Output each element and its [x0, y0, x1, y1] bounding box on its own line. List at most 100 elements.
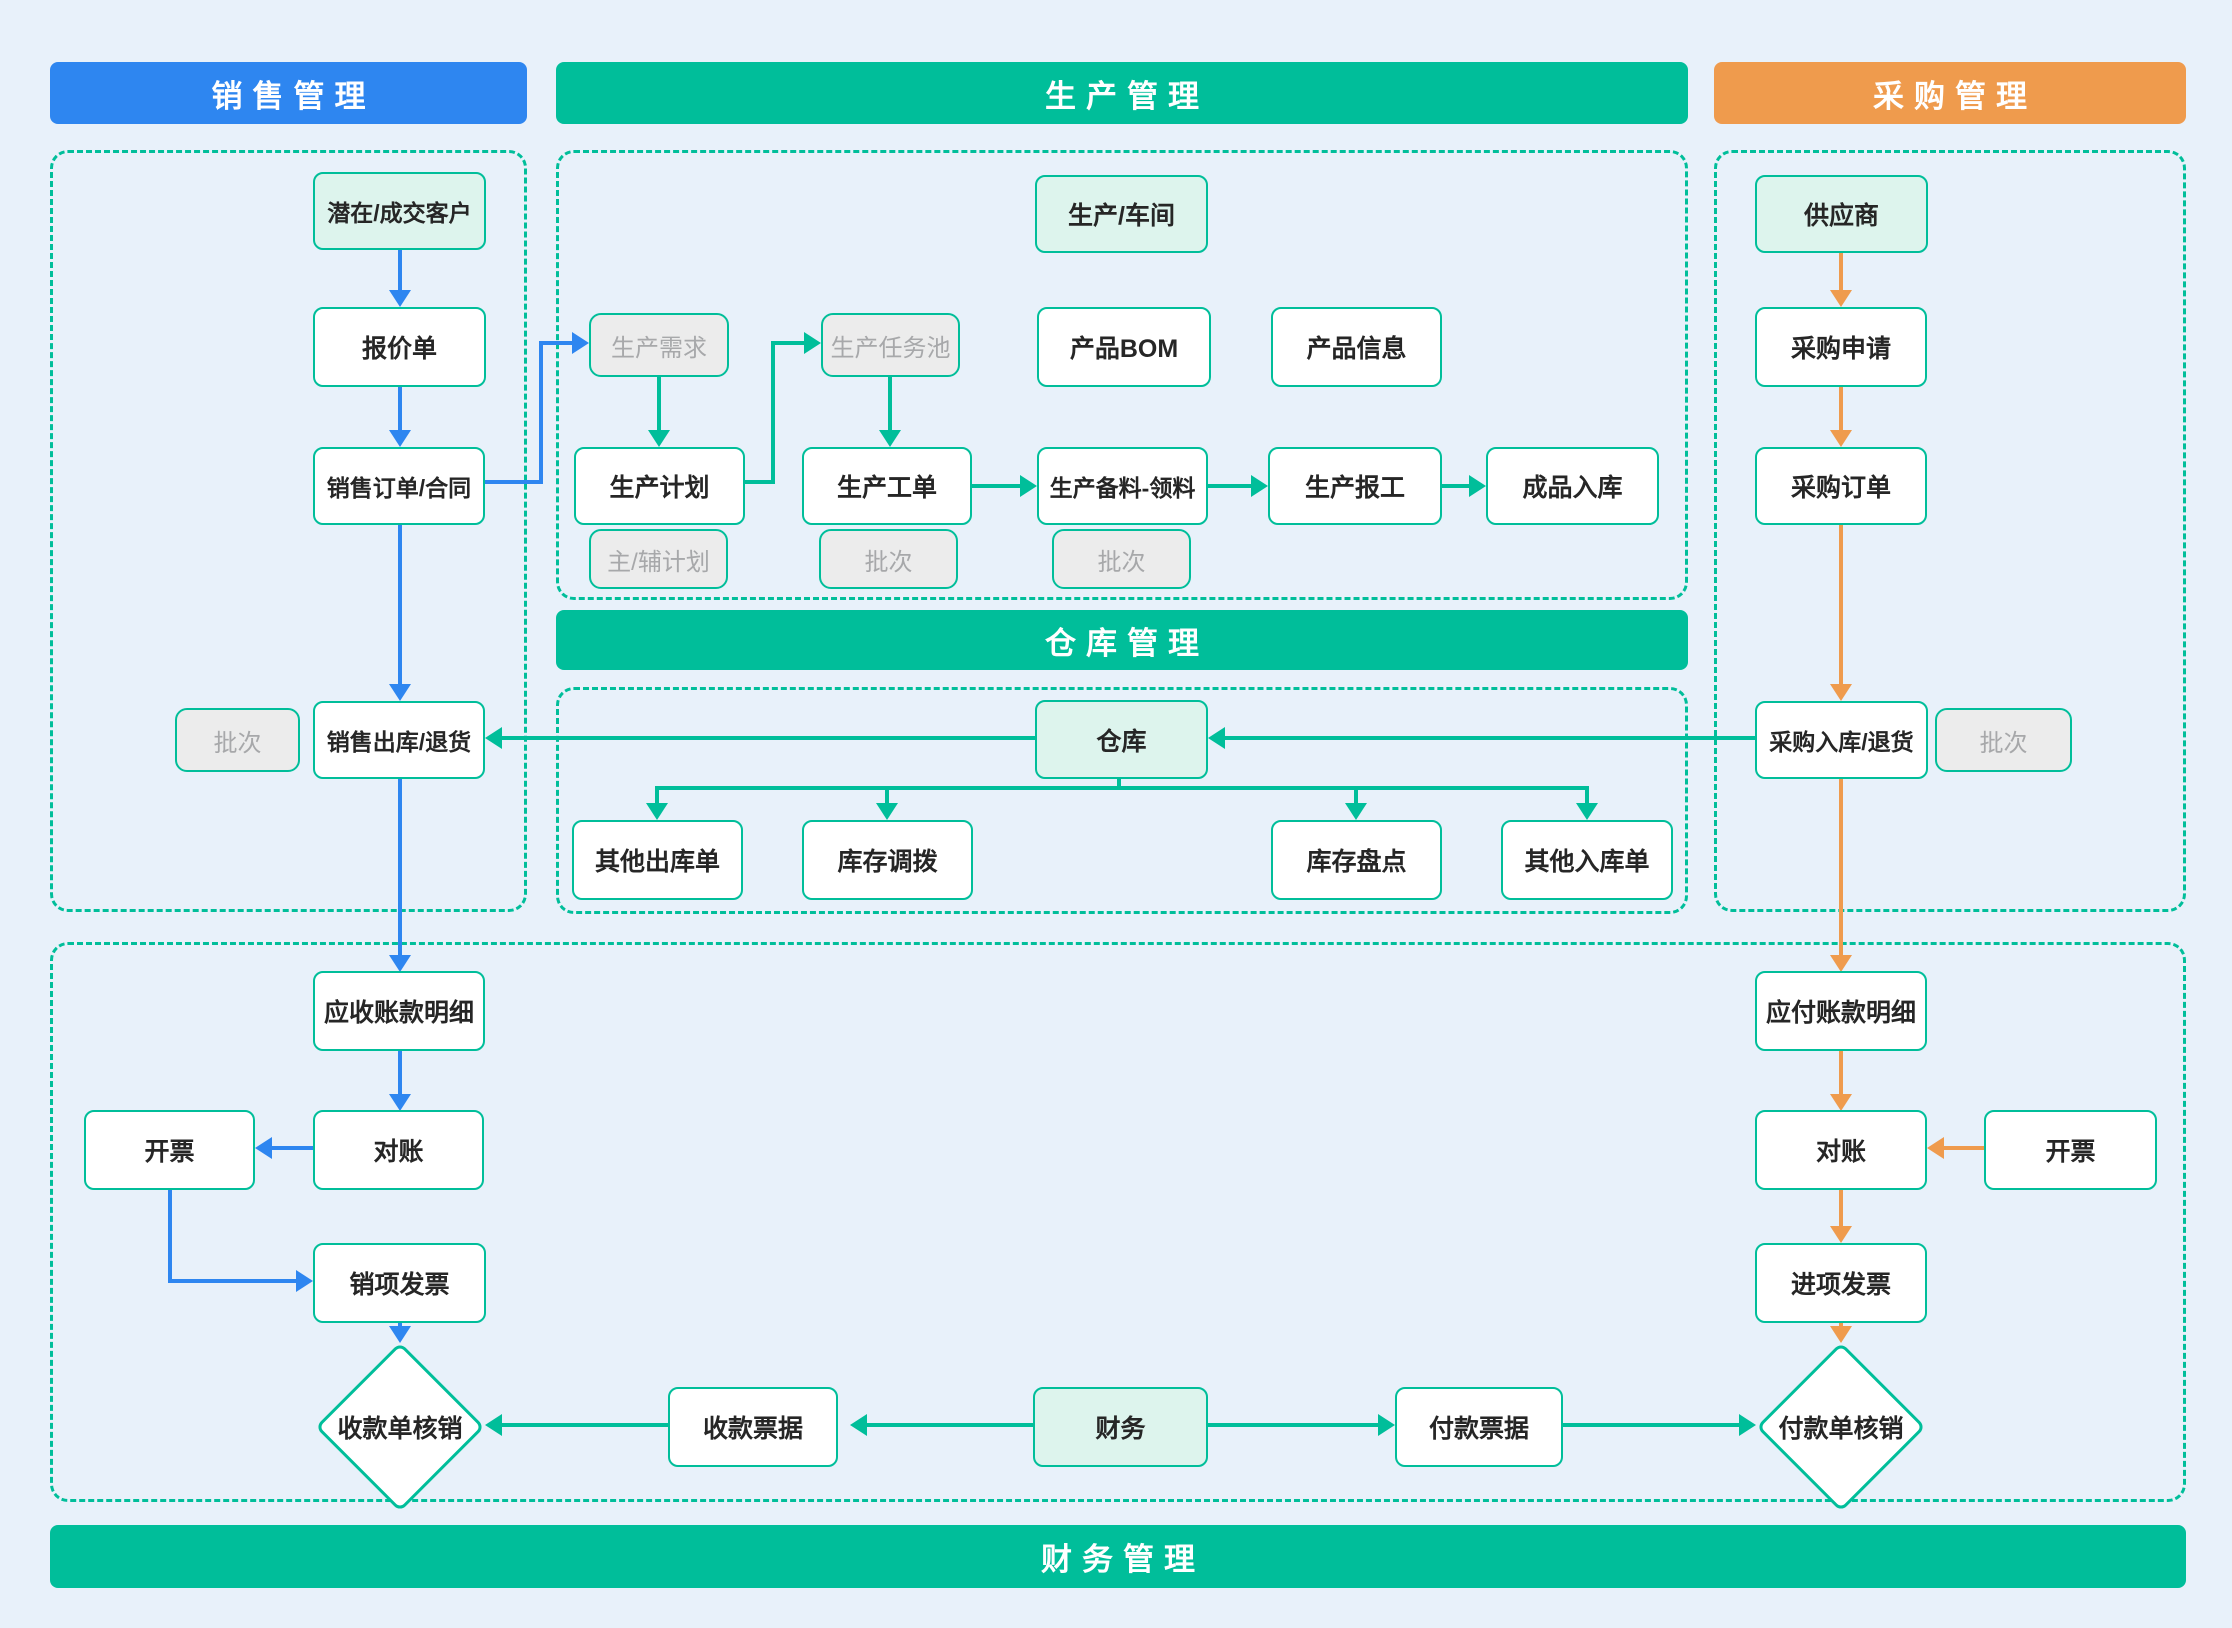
connector-line	[502, 1423, 668, 1427]
node-payment-note[interactable]: 付款票据	[1395, 1387, 1563, 1467]
node-purchase-reconciliation[interactable]: 对账	[1755, 1110, 1927, 1190]
production-area	[556, 150, 1688, 600]
node-purchase-order[interactable]: 采购订单	[1755, 447, 1927, 525]
node-other-inbound[interactable]: 其他入库单	[1501, 820, 1673, 900]
node-stock-transfer[interactable]: 库存调拨	[802, 820, 973, 900]
arrowhead	[1469, 475, 1486, 497]
connector-line	[398, 1051, 402, 1094]
node-warehouse[interactable]: 仓库	[1035, 700, 1208, 779]
node-quotation[interactable]: 报价单	[313, 307, 486, 387]
connector-line	[539, 341, 543, 484]
node-stocktaking[interactable]: 库存盘点	[1271, 820, 1442, 900]
arrowhead	[1830, 955, 1852, 972]
node-product-info[interactable]: 产品信息	[1271, 307, 1442, 387]
connector-line	[1117, 779, 1121, 790]
arrowhead	[1345, 803, 1367, 820]
sales-area	[50, 150, 527, 912]
node-production-reporting[interactable]: 生产报工	[1268, 447, 1442, 525]
connector-line	[1839, 779, 1843, 955]
arrowhead	[389, 290, 411, 307]
connector-line	[1839, 253, 1843, 290]
purchase-area	[1714, 150, 2186, 912]
arrowhead	[389, 1326, 411, 1343]
node-receivable-detail[interactable]: 应收账款明细	[313, 971, 485, 1051]
connector-line	[771, 341, 775, 484]
band-purchase-management[interactable]: 采购管理	[1714, 62, 2186, 124]
node-sales-invoice[interactable]: 销项发票	[313, 1243, 486, 1323]
tag-picking-batch[interactable]: 批次	[1052, 529, 1191, 589]
arrowhead	[389, 1094, 411, 1111]
band-warehouse-management[interactable]: 仓库管理	[556, 610, 1688, 670]
connector-line	[972, 484, 1020, 488]
arrowhead	[389, 684, 411, 701]
tag-work-order-batch[interactable]: 批次	[819, 529, 958, 589]
connector-line	[539, 341, 572, 345]
band-sales-management[interactable]: 销售管理	[50, 62, 527, 124]
warehouse-area	[556, 687, 1688, 914]
connector-line	[1839, 387, 1843, 430]
arrowhead	[1830, 430, 1852, 447]
connector-line	[398, 1323, 402, 1328]
node-receipt-note[interactable]: 收款票据	[668, 1387, 838, 1467]
connector-line	[657, 377, 661, 430]
node-purchase-request[interactable]: 采购申请	[1755, 307, 1927, 387]
node-production-picking[interactable]: 生产备料-领料	[1037, 447, 1208, 525]
arrowhead	[1830, 1226, 1852, 1243]
node-product-bom[interactable]: 产品BOM	[1037, 307, 1211, 387]
connector-line	[1208, 1423, 1378, 1427]
arrowhead	[1830, 1094, 1852, 1111]
arrowhead	[1251, 475, 1268, 497]
node-purchase-invoicing[interactable]: 开票	[1984, 1110, 2157, 1190]
node-production-demand[interactable]: 生产需求	[589, 313, 729, 377]
arrowhead	[572, 332, 589, 354]
node-production-workshop[interactable]: 生产/车间	[1035, 175, 1208, 253]
node-sales-reconciliation[interactable]: 对账	[313, 1110, 484, 1190]
node-supplier[interactable]: 供应商	[1755, 175, 1928, 253]
connector-line	[1563, 1423, 1739, 1427]
node-production-plan[interactable]: 生产计划	[574, 447, 745, 525]
connector-line	[771, 341, 804, 345]
node-input-invoice[interactable]: 进项发票	[1755, 1243, 1927, 1323]
arrowhead	[296, 1270, 313, 1292]
connector-line	[1839, 1051, 1843, 1094]
tag-purchase-batch[interactable]: 批次	[1935, 708, 2072, 772]
tag-main-aux-plan[interactable]: 主/辅计划	[589, 529, 728, 589]
node-sales-outbound[interactable]: 销售出库/退货	[313, 701, 485, 779]
arrowhead	[255, 1137, 272, 1159]
arrowhead	[879, 430, 901, 447]
arrowhead	[1208, 727, 1225, 749]
arrowhead	[1830, 684, 1852, 701]
connector-line	[168, 1279, 296, 1283]
connector-line	[1208, 484, 1251, 488]
connector-line	[485, 480, 543, 484]
arrowhead	[646, 803, 668, 820]
node-production-task-pool[interactable]: 生产任务池	[821, 313, 960, 377]
connector-line	[655, 786, 659, 803]
connector-line	[1442, 484, 1469, 488]
connector-line	[398, 525, 402, 684]
node-potential-customer[interactable]: 潜在/成交客户	[313, 172, 486, 250]
node-finished-inbound[interactable]: 成品入库	[1486, 447, 1659, 525]
connector-line	[272, 1146, 313, 1150]
node-sales-invoicing[interactable]: 开票	[84, 1110, 255, 1190]
connector-line	[1944, 1146, 1984, 1150]
arrowhead	[389, 955, 411, 972]
arrowhead	[1576, 803, 1598, 820]
node-work-order[interactable]: 生产工单	[802, 447, 972, 525]
band-production-management[interactable]: 生产管理	[556, 62, 1688, 124]
arrowhead	[1020, 475, 1037, 497]
arrowhead	[1830, 290, 1852, 307]
connector-line	[745, 480, 775, 484]
band-finance-management[interactable]: 财务管理	[50, 1525, 2186, 1588]
node-purchase-inbound[interactable]: 采购入库/退货	[1755, 701, 1928, 779]
node-sales-order[interactable]: 销售订单/合同	[313, 447, 485, 525]
connector-line	[1839, 1323, 1843, 1328]
arrowhead	[850, 1414, 867, 1436]
connector-line	[398, 250, 402, 290]
connector-line	[1839, 1190, 1843, 1226]
node-payable-detail[interactable]: 应付账款明细	[1755, 971, 1927, 1051]
tag-sales-batch[interactable]: 批次	[175, 708, 300, 772]
node-finance[interactable]: 财务	[1033, 1387, 1208, 1467]
node-other-outbound[interactable]: 其他出库单	[572, 820, 743, 900]
arrowhead	[804, 332, 821, 354]
